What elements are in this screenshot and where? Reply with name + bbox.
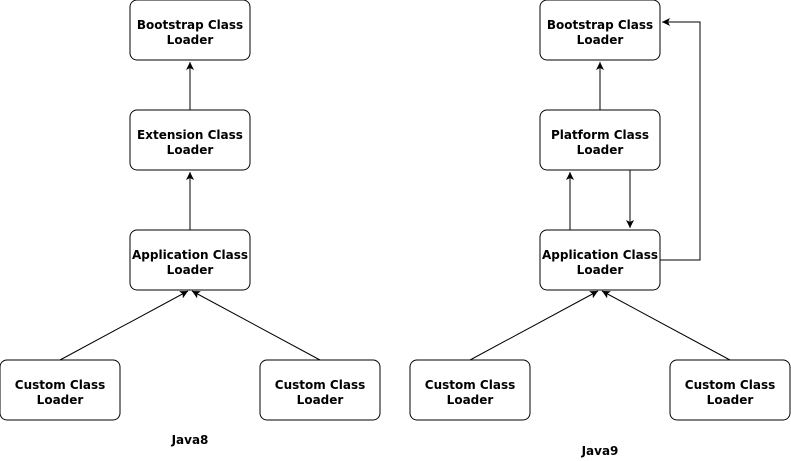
- java9-application-node: Application Class Loader: [539, 229, 661, 291]
- java9-custom-right-label-line2: Loader: [707, 393, 754, 407]
- java9-platform-label-line1: Platform Class: [551, 128, 649, 142]
- java9-bootstrap-node: Bootstrap Class Loader: [539, 0, 661, 61]
- java9-application-label-line1: Application Class: [542, 248, 658, 262]
- java9-edge-application-to-bootstrap: [660, 18, 701, 261]
- java8-custom-left-label-line2: Loader: [37, 393, 84, 407]
- java8-hierarchy: Bootstrap Class Loader Extension Class L…: [0, 0, 381, 447]
- java9-bootstrap-label-line2: Loader: [577, 33, 624, 47]
- java8-custom-left-node: Custom Class Loader: [0, 359, 121, 421]
- java8-custom-right-label-line2: Loader: [297, 393, 344, 407]
- java9-bootstrap-label-line1: Bootstrap Class: [547, 18, 653, 32]
- java8-custom-left-label-line1: Custom Class: [15, 378, 105, 392]
- java8-extension-label-line1: Extension Class: [137, 128, 243, 142]
- java9-application-label-line2: Loader: [577, 263, 624, 277]
- java8-edge-custom-left-to-application: [59, 290, 189, 361]
- java9-custom-left-label-line2: Loader: [447, 393, 494, 407]
- java9-platform-label-line2: Loader: [577, 143, 624, 157]
- java9-edge-custom-left-to-application: [469, 290, 599, 361]
- java8-bootstrap-label-line1: Bootstrap Class: [137, 18, 243, 32]
- java8-application-node: Application Class Loader: [129, 229, 251, 291]
- java8-bootstrap-label-line2: Loader: [167, 33, 214, 47]
- java8-custom-right-label-line1: Custom Class: [275, 378, 365, 392]
- java8-extension-node: Extension Class Loader: [129, 109, 251, 171]
- java9-caption: Java9: [581, 444, 619, 458]
- java9-edge-custom-right-to-application: [601, 290, 731, 361]
- java8-application-label-line1: Application Class: [132, 248, 248, 262]
- java9-custom-left-node: Custom Class Loader: [409, 359, 531, 421]
- java9-hierarchy: Bootstrap Class Loader Platform Class Lo…: [409, 0, 791, 458]
- java8-bootstrap-node: Bootstrap Class Loader: [129, 0, 251, 61]
- java8-extension-label-line2: Loader: [167, 143, 214, 157]
- java9-custom-right-label-line1: Custom Class: [685, 378, 775, 392]
- java8-caption: Java8: [171, 433, 209, 447]
- java9-custom-right-node: Custom Class Loader: [669, 359, 791, 421]
- java9-platform-node: Platform Class Loader: [539, 109, 661, 171]
- java8-application-label-line2: Loader: [167, 263, 214, 277]
- java8-custom-right-node: Custom Class Loader: [259, 359, 381, 421]
- java9-custom-left-label-line1: Custom Class: [425, 378, 515, 392]
- java8-edge-custom-right-to-application: [191, 290, 321, 361]
